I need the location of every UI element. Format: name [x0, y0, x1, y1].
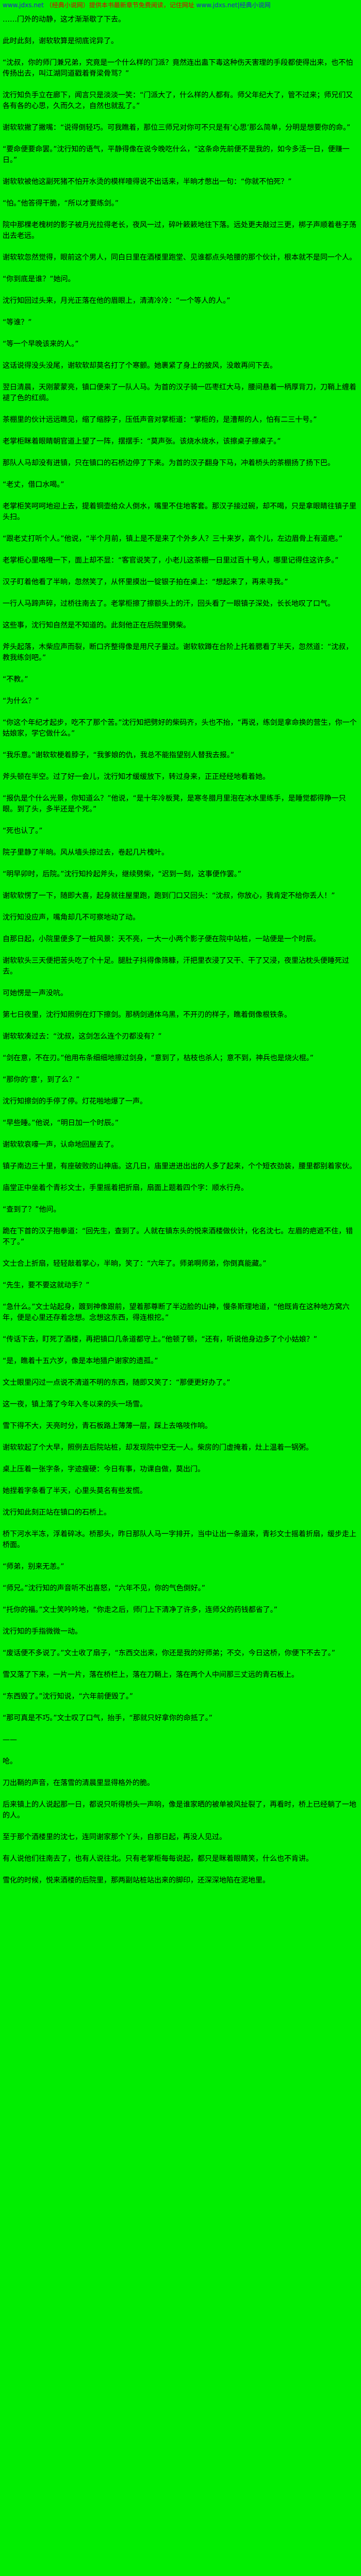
paragraph: 呛。 — [3, 1757, 17, 1766]
paragraph: “为什么？” — [3, 697, 39, 705]
paragraph: 这话说得没头没尾，谢软软却莫名打了个寒颤。她裹紧了身上的披风，没敢再问下去。 — [3, 362, 277, 370]
paragraph: 谢软软头三天便把苦头吃了个十足。腿肚子抖得像筛糠，汗把里衣浸了又干、干了又浸，夜… — [3, 957, 349, 976]
paragraph: 谢软软被他这副死猪不怕开水烫的模样噎得说不出话来，半晌才憋出一句：“你就不怕死？… — [3, 178, 292, 186]
paragraph: 庙堂正中坐着个青衫文士，手里摇着把折扇，扇面上题着四个字：顺水行舟。 — [3, 1184, 248, 1192]
watermark-link-right[interactable]: www.jdxs.net|经典小说网 — [196, 2, 271, 9]
paragraph: 老掌柜心里咯噔一下，面上却不显：“客官说笑了，小老儿这茶棚一日里过百十号人，哪里… — [3, 556, 339, 565]
paragraph: 谢软软起了个大早，照例去后院站桩，却发现院中空无一人。柴房的门虚掩着，灶上温着一… — [3, 1444, 313, 1452]
paragraph: “废话便不多说了。”文士收了扇子，“东西交出来，你还是我的好师弟；不交，今日这桥… — [3, 1649, 336, 1657]
paragraph: 谢软软凑过去：“沈叔，这剑怎么连个刃都没有？” — [3, 1032, 162, 1041]
paragraph: 汉子盯着他看了半晌，忽然笑了，从怀里摸出一锭银子拍在桌上：“想起来了，再来寻我。… — [3, 578, 288, 586]
paragraph: 第七日夜里，沈行知照例在灯下擦剑。那柄剑通体乌黑，不开刃的样子，瞧着倒像根铁条。 — [3, 1011, 291, 1019]
paragraph: 可她愣是一声没吭。 — [3, 989, 68, 997]
paragraph: 这一夜，镇上落了今年入冬以来的头一场雪。 — [3, 1400, 147, 1409]
paragraph: “死也认了。” — [3, 827, 43, 835]
paragraph: “师兄。”沈行知的声音听不出喜怒，“六年不见，你的气色倒好。” — [3, 1584, 206, 1592]
paragraph: 这些事，沈行知自然是不知道的。此刻他正在后院里劈柴。 — [3, 621, 190, 630]
site-header: www.jdxs.net （经典小说网）提供本书最新章节免费阅读，记住网址 ww… — [3, 1, 358, 9]
paragraph: 谢软软愣了一下，随即大喜，起身就往屋里跑，跑到门口又回头：“沈叔，你放心，我肯定… — [3, 892, 335, 900]
paragraph: 沈行知负手立在廊下，闻言只是淡淡一笑：“门派大了，什么样的人都有。师父年纪大了，… — [3, 91, 353, 110]
paragraph: 谢软软哀嚎一声，认命地回屋去了。 — [3, 1141, 118, 1149]
paragraph: 自那日起，小院里便多了一桩风景：天不亮，一大一小两个影子便在院中站桩，一站便是一… — [3, 935, 320, 943]
header-notice: （经典小说网）提供本书最新章节免费阅读，记住网址 — [45, 2, 194, 9]
paragraph: 桥下河水半冻，浮着碎冰。桥那头，昨日那队人马一字排开，当中让出一条道来，青衫文士… — [3, 1530, 356, 1549]
paragraph: 跪在下首的汉子抱拳道：“回先生，查到了。人就在镇东头的悦来酒楼做伙计，化名沈七。… — [3, 1227, 353, 1246]
paragraph: 后来镇上的人说起那一日，都说只听得桥头一声响，像是谁家晒的被单被风扯裂了，再看时… — [3, 1801, 356, 1820]
paragraph: “明早卯时，后院。”沈行知拎起斧头，继续劈柴，“迟到一刻，这事便作罢。” — [3, 870, 242, 878]
paragraph: 刀出鞘的声音，在落雪的清晨里显得格外的脆。 — [3, 1779, 154, 1787]
paragraph: “等一个早晚该来的人。” — [3, 340, 79, 348]
paragraph: 此时此刻，谢软软算是彻底诧异了。 — [3, 37, 118, 45]
paragraph: 雪又落了下来，一片一片，落在桥栏上，落在刀鞘上，落在两个人中间那三丈远的青石板上… — [3, 1671, 299, 1679]
paragraph: 谢软软撇了撇嘴：“说得倒轻巧。可我瞧着，那位三师兄对你可不只是有‘心思’那么简单… — [3, 124, 351, 132]
paragraph: “先生，要不要这就动手？” — [3, 1281, 90, 1290]
paragraph: 斧头起落，木柴应声而裂，断口齐整得像是用尺子量过。谢软软蹲在台阶上托着腮看了半天… — [3, 643, 353, 662]
paragraph: “报仇是个什么光景，你知道么？”他说，“是十年冷板凳，是寒冬腊月里泡在冰水里练手… — [3, 794, 346, 814]
paragraph: 她捏着字条看了半天，心里头莫名有些发慌。 — [3, 1487, 147, 1495]
paragraph: “不教。” — [3, 675, 28, 684]
paragraph: 斧头顿在半空。过了好一会儿，沈行知才缓缓放下，转过身来，正正经经地看着她。 — [3, 773, 270, 781]
paragraph: “东西毁了。”沈行知说，“六年前便毁了。” — [3, 1692, 134, 1701]
paragraph: “是，瞧着十五六岁，像是本地猎户谢家的遗孤。” — [3, 1357, 158, 1365]
novel-text: ……门外的动静，这才渐渐歇了下去。此时此刻，谢软软算是彻底诧异了。 “沈叔，你的师… — [3, 14, 358, 1897]
paragraph: ……门外的动静，这才渐渐歇了下去。 — [3, 15, 125, 24]
paragraph: 沈行知的手指微微一动。 — [3, 1628, 82, 1636]
paragraph: “你到底是谁？”她问。 — [3, 275, 75, 283]
paragraph: “那可真是不巧。”文士叹了口气，抬手，“那就只好拿你的命抵了。” — [3, 1714, 213, 1722]
paragraph: “老丈，借口水喝。” — [3, 481, 64, 489]
paragraph: “师弟，别来无恙。” — [3, 1563, 64, 1571]
paragraph: 沈行知回过头来，月光正落在他的眉眼上，清清冷冷：“一个等人的人。” — [3, 297, 231, 305]
paragraph: “急什么。”文士站起身，踱到神像跟前，望着那尊断了半边脸的山神，慢条斯理地道，“… — [3, 1303, 350, 1322]
paragraph: “要命便要命罢。”沈行知的语气，平静得像在说今晚吃什么，“这条命先前便不是我的，… — [3, 145, 350, 164]
paragraph: 一行人马蹄声碎，过桥往南去了。老掌柜擦了擦额头上的汗，回头看了一眼镇子深处，长长… — [3, 600, 335, 608]
paragraph: “那你的‘意’，到了么？” — [3, 1076, 80, 1084]
watermark-link-left[interactable]: www.jdxs.net — [3, 2, 44, 9]
paragraph: 翌日清晨，天刚蒙蒙亮，镇口便来了一队人马。为首的汉子骑一匹枣红大马，腰间悬着一柄… — [3, 383, 356, 402]
paragraph: “你这个年纪才起步，吃不了那个苦。”沈行知把劈好的柴码齐，头也不抬，“再说，练剑… — [3, 719, 357, 738]
paragraph: 雪下得不大，天亮时分，青石板路上薄薄一层，踩上去咯吱作响。 — [3, 1422, 212, 1430]
paragraph: “跟老丈打听个人。”他说，“半个月前，镇上是不是来了个外乡人？三十来岁，高个儿，… — [3, 535, 343, 543]
paragraph: 有人说他们往南去了，也有人说往北。只有老掌柜每每说起，都只是眯着眼睛笑，什么也不… — [3, 1855, 313, 1863]
paragraph: 谢软软忽然觉得，眼前这个男人，同白日里在酒楼里跑堂、见谁都点头哈腰的那个伙计，根… — [3, 253, 356, 262]
paragraph: “沈叔，你的师门兼兄弟，究竟是一个什么样的门派？竟然连出蛊下毒这种伤天害理的手段… — [3, 59, 353, 78]
paragraph: “托你的福。”文士笑吟吟地，“你走之后，师门上下清净了许多，连师父的药钱都省了。… — [3, 1606, 278, 1614]
paragraph: 桌上压着一张字条，字迹瘦硬：今日有事，功课自做，莫出门。 — [3, 1465, 205, 1473]
paragraph: 雪化的时候，悦来酒楼的后院里，那两副站桩站出来的脚印，还深深地陷在泥地里。 — [3, 1876, 270, 1885]
paragraph: “我乐意。”谢软软梗着脖子，“我爹娘的仇，我总不能指望别人替我去报。” — [3, 751, 235, 759]
paragraph: “早些睡。”他说，“明日加一个时辰。” — [3, 1119, 119, 1127]
paragraph: “怕。”他答得干脆，“所以才要练剑。” — [3, 199, 119, 208]
paragraph: 至于那个酒楼里的沈七，连同谢家那个丫头，自那日起，再没人见过。 — [3, 1833, 226, 1841]
paragraph: 老掌柜笑呵呵地迎上去，提着铜壶给众人倒水，嘴里不住地客套。那汉子接过碗，却不喝，… — [3, 502, 356, 521]
paragraph: 沈行知擦剑的手停了停。灯花啪地爆了一声。 — [3, 1097, 147, 1106]
paragraph: 文士眼里闪过一点说不清道不明的东西，随即又笑了：“那便更好办了。” — [3, 1379, 231, 1387]
paragraph: 老掌柜眯着眼睛朝官道上望了一阵，摆摆手：“莫声张。该烧水烧水，该擦桌子擦桌子。” — [3, 437, 281, 446]
paragraph: 茶棚里的伙计远远瞧见，缩了缩脖子，压低声音对掌柜道：“掌柜的，是漕帮的人，怕有二… — [3, 416, 317, 424]
paragraph: —— — [3, 1736, 17, 1744]
paragraph: 镇子南边三十里，有座破败的山神庙。这几日，庙里进进出出的人多了起来，个个短衣劲装… — [3, 1162, 356, 1171]
paragraph: “等谁？” — [3, 318, 32, 327]
paragraph: “剑在意，不在刃。”他用布条细细地擦过剑身，“意到了，枯枝也杀人；意不到，神兵也… — [3, 1054, 314, 1062]
paragraph: 沈行知此刻正站在镇口的石桥上。 — [3, 1509, 111, 1517]
paragraph: 那队人马却没有进镇，只在镇口的石桥边停了下来。为首的汉子翻身下马，冲着桥头的茶棚… — [3, 459, 335, 467]
paragraph: 院子里静了半晌。风从墙头掠过去，卷起几片槐叶。 — [3, 849, 169, 857]
paragraph: “传话下去，盯死了酒楼，再把镇口几条道都守上。”他顿了顿，“还有，听说他身边多了… — [3, 1335, 318, 1344]
paragraph: 沈行知没应声，嘴角却几不可察地动了动。 — [3, 913, 140, 922]
paragraph: 文士合上折扇，轻轻敲着掌心，半晌，笑了：“六年了。师弟啊师弟，你倒真能藏。” — [3, 1260, 267, 1268]
paragraph: 院中那棵老槐树的影子被月光拉得老长，夜风一过，碎叶簌簌地往下落。远处更夫敲过三更… — [3, 221, 356, 240]
paragraph: “查到了？”他问。 — [3, 1206, 61, 1214]
